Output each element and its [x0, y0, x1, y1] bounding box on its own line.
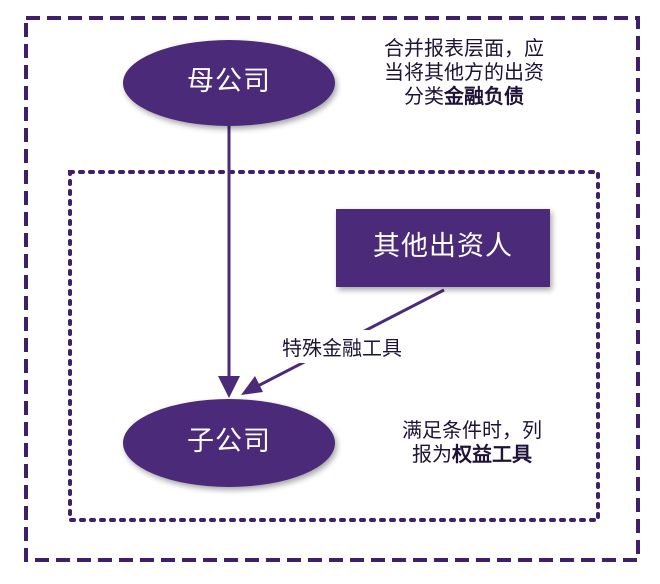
outer-dashed-border — [24, 16, 640, 562]
inner-dotted-border — [68, 170, 600, 522]
conditions-note: 满足条件时，列 报为权益工具 — [372, 418, 572, 466]
consolidation-note-line1: 合并报表层面，应 — [384, 36, 544, 60]
subsidiary-label: 子公司 — [187, 426, 271, 457]
investor-to-subsidiary-arrowhead — [241, 376, 263, 395]
conditions-note-line1: 满足条件时，列 — [402, 418, 542, 442]
consolidation-note-plain: 分类 — [404, 84, 444, 108]
special-financial-instrument-label: 特殊金融工具 — [248, 330, 436, 363]
parent-to-subsidiary-arrowhead — [218, 376, 240, 398]
subsidiary-node — [123, 399, 335, 487]
equity-instrument-term: 权益工具 — [452, 442, 532, 466]
conditions-note-plain: 报为 — [412, 442, 452, 466]
conditions-note-line2: 报为权益工具 — [372, 442, 572, 466]
consolidation-note-line2: 当将其他方的出资 — [384, 60, 544, 84]
consolidation-note-line3: 分类金融负债 — [350, 84, 578, 108]
other-investor-label: 其他出资人 — [373, 231, 513, 262]
financial-liability-term: 金融负债 — [444, 84, 524, 108]
consolidation-note: 合并报表层面，应 当将其他方的出资 分类金融负债 — [350, 36, 578, 108]
parent-company-node — [123, 40, 335, 126]
parent-company-label: 母公司 — [187, 66, 271, 97]
other-investor-node — [336, 209, 550, 287]
